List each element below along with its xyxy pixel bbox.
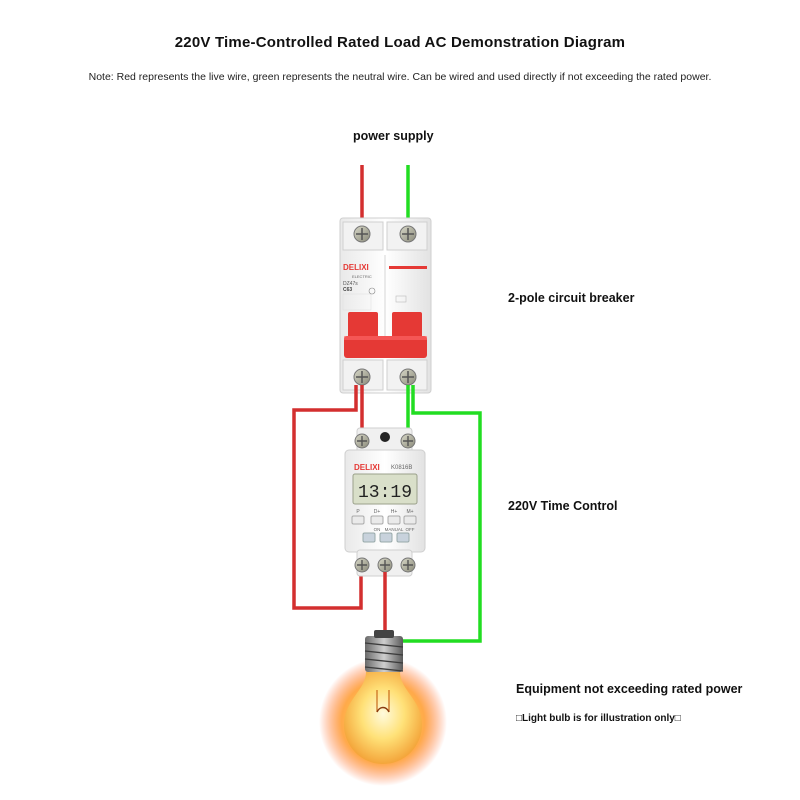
bulb-note: □Light bulb is for illustration only□ (516, 713, 681, 724)
wiring-note: Note: Red represents the live wire, gree… (88, 71, 712, 83)
timer-brand: DELIXI (354, 463, 380, 472)
timer-buttons-row2: ON MANUAL OFF (362, 527, 415, 543)
time-controller: DELIXI K0816B 13:19 P D+ H+ M+ ON MANUAL… (344, 427, 426, 577)
breaker-handle (344, 312, 427, 358)
breaker-label: 2-pole circuit breaker (508, 291, 635, 305)
timer-button (403, 515, 417, 525)
timer-buttons-row1: P D+ H+ M+ (351, 509, 417, 525)
timer-button (370, 515, 384, 525)
timer-button (379, 532, 393, 543)
load-label: Equipment not exceeding rated power (516, 682, 743, 696)
timer-button (396, 532, 410, 543)
diagram-title: 220V Time-Controlled Rated Load AC Demon… (174, 34, 626, 51)
timer-button-label: D+ (374, 509, 381, 515)
timer-label: 220V Time Control (508, 499, 618, 513)
breaker-sub-brand: ELECTRIC (352, 274, 372, 279)
timer-button (387, 515, 401, 525)
timer-button-label: H+ (391, 509, 398, 515)
timer-button (362, 532, 376, 543)
timer-button (351, 515, 365, 525)
timer-button-label: MANUAL (385, 527, 404, 532)
circuit-breaker: DELIXI ELECTRIC DZ47s C63 (339, 217, 432, 394)
breaker-rating: C63 (343, 287, 352, 293)
timer-button-label: OFF (406, 527, 415, 532)
timer-button-label: ON (374, 527, 381, 532)
timer-lcd (352, 473, 418, 505)
timer-button-label: M+ (406, 509, 413, 515)
breaker-model: DZ47s (343, 281, 358, 287)
power-supply-label: power supply (353, 129, 434, 143)
timer-button-label: P (356, 509, 360, 515)
timer-display-time: 13:19 (358, 483, 412, 503)
light-bulb (319, 630, 447, 786)
timer-model: K0816B (391, 465, 412, 471)
breaker-brand: DELIXI (343, 263, 369, 272)
